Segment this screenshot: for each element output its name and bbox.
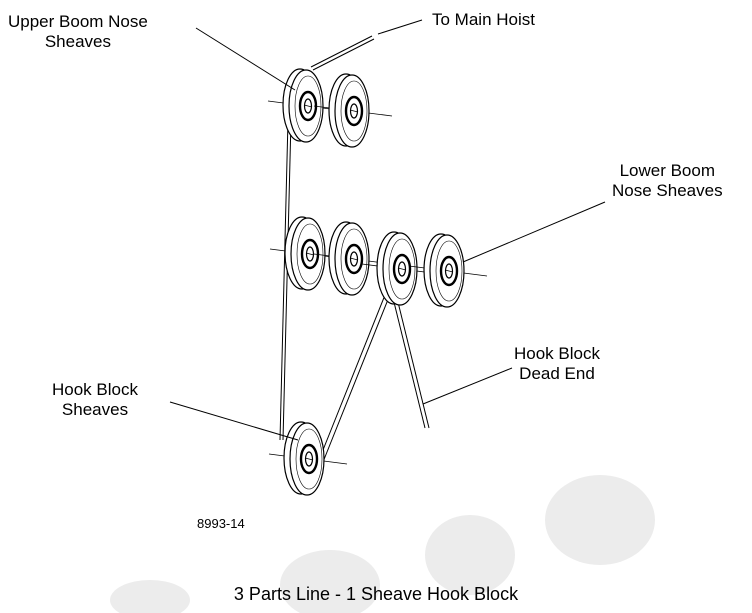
figure-number: 8993-14 — [197, 516, 245, 531]
upper-sheave-1 — [267, 68, 347, 143]
hook-block-dead-end-label: Hook Block Dead End — [514, 344, 600, 384]
label-line-1: Hook Block — [514, 344, 600, 363]
lower-boom-nose-sheaves-label: Lower Boom Nose Sheaves — [612, 161, 723, 201]
label-line-1: Hook Block — [52, 380, 138, 399]
sheave-group — [267, 68, 488, 496]
label-line-1: To Main Hoist — [432, 10, 535, 29]
hook-block-sheaves-label: Hook Block Sheaves — [52, 380, 138, 420]
to-main-hoist-label: To Main Hoist — [432, 10, 535, 30]
upper-sheave-2 — [313, 73, 393, 148]
leader-lines — [169, 19, 606, 441]
label-line-1: Lower Boom — [619, 161, 715, 180]
label-line-2: Sheaves — [44, 32, 111, 51]
label-line-1: Upper Boom Nose — [8, 12, 148, 31]
label-line-2: Nose Sheaves — [612, 181, 723, 200]
upper-boom-nose-sheaves-label: Upper Boom Nose Sheaves — [8, 12, 148, 52]
hook-block-sheave — [268, 421, 348, 496]
label-line-2: Sheaves — [61, 400, 129, 419]
lower-sheave-3 — [361, 231, 441, 306]
watermark — [110, 475, 655, 613]
figure-caption: 3 Parts Line - 1 Sheave Hook Block — [233, 584, 519, 604]
lower-sheave-4 — [408, 233, 488, 308]
lower-sheave-2 — [313, 221, 393, 296]
lower-sheave-1 — [269, 216, 349, 291]
label-line-2: Dead End — [519, 364, 595, 383]
